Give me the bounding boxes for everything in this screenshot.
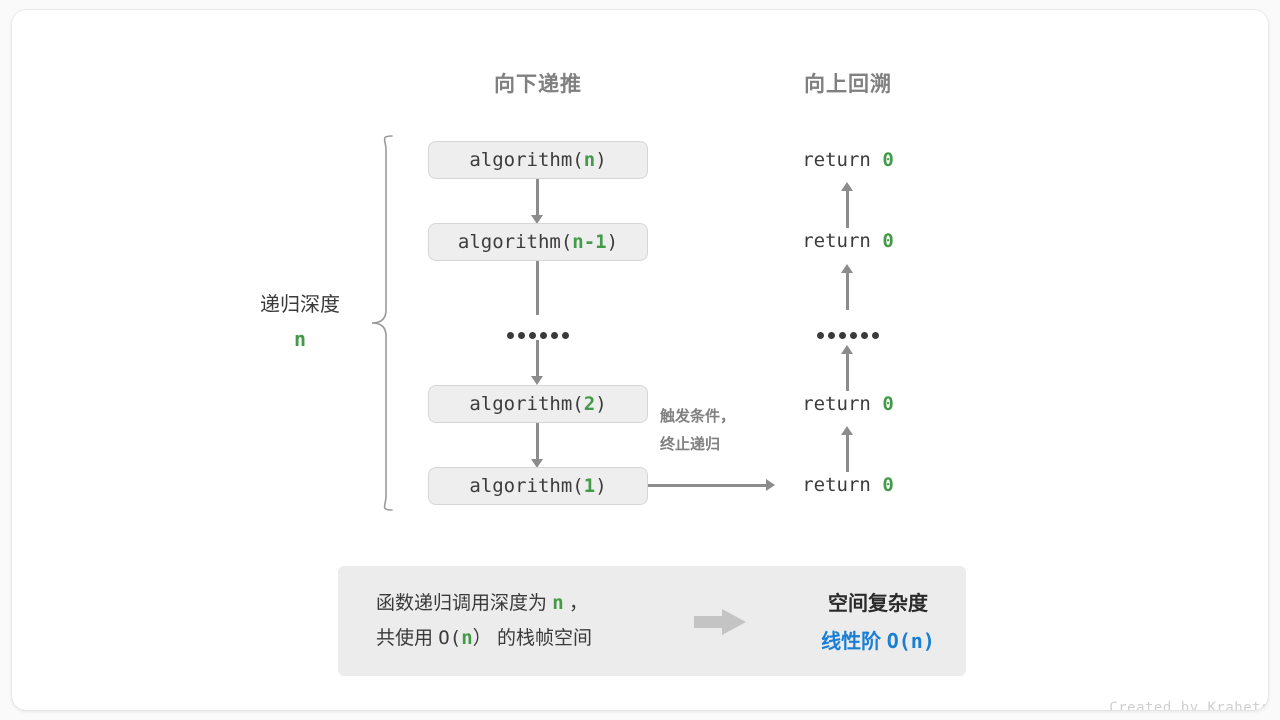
summary-line-2-close: ） [472,628,492,649]
return-keyword: return [802,149,871,171]
column-header-upward: 向上回溯 [804,73,892,96]
up-arrow-head-3 [841,345,853,354]
down-connector-line-3 [536,340,539,380]
up-ellipsis [768,322,928,342]
up-connector-line-2 [846,270,849,310]
call-box-2[interactable]: algorithm(2) [428,385,648,423]
author-credit: Created by Krahets [1109,700,1268,710]
down-arrow-head-1 [531,215,543,224]
return-statement-1: return 0 [768,149,928,171]
return-value: 0 [882,230,894,252]
recursion-depth-brace [371,135,393,511]
summary-line-1: 函数递归调用深度为 n ， [376,586,592,621]
return-value: 0 [882,393,894,415]
return-keyword: return [802,230,871,252]
recursion-depth-value: n [293,327,307,351]
call-close-paren: ) [606,231,619,253]
return-statement-2: return 0 [768,230,928,252]
up-connector-line-3 [846,351,849,391]
recursion-depth-label: 递归深度 n [220,288,380,356]
summary-description: 函数递归调用深度为 n ， 共使用 O(n） 的栈帧空间 [376,586,592,656]
up-arrow-head-1 [841,182,853,191]
summary-line-2-text-b: 的栈帧空间 [496,628,592,649]
base-case-connector-line [648,484,768,487]
call-close-paren: ) [595,393,607,415]
return-keyword: return [802,393,871,415]
summary-line-1-n: n [552,591,564,614]
complexity-big-o: O(n) [886,629,935,653]
down-connector-line-2 [536,261,539,315]
up-arrow-head-4 [841,426,853,435]
call-fn-name: algorithm( [469,393,584,415]
summary-conclusion-title: 空间复杂度 [828,593,928,615]
call-close-paren: ) [595,149,607,171]
call-fn-name: algorithm( [469,475,584,497]
return-statement-4: return 0 [768,474,928,496]
recursion-depth-text: 递归深度 [260,294,340,316]
call-box-1[interactable]: algorithm(1) [428,467,648,505]
return-keyword: return [802,474,871,496]
trigger-condition-note: 触发条件， 终止递归 [660,403,735,459]
column-header-downward: 向下递推 [494,73,582,96]
summary-line-2-o: O( [438,627,462,649]
base-case-arrow-head [766,479,775,491]
up-arrow-head-2 [841,264,853,273]
down-connector-line-1 [536,179,539,219]
diagram-card: 向下递推 向上回溯 递归深度 n algorithm(n) algorithm(… [12,10,1268,710]
call-box-n[interactable]: algorithm(n) [428,141,648,179]
down-ellipsis [458,322,618,342]
call-fn-name: algorithm( [457,231,573,253]
down-arrow-head-4 [531,459,543,468]
summary-line-2: 共使用 O(n） 的栈帧空间 [376,621,592,656]
complexity-order-name: 线性阶 [821,631,882,653]
call-arg: 1 [583,475,596,497]
summary-line-2-n: n [461,627,473,649]
summary-conclusion: 空间复杂度 线性阶 O(n) [790,586,966,661]
call-arg: n-1 [572,231,607,253]
return-statement-3: return 0 [768,393,928,415]
up-connector-line-4 [846,432,849,472]
down-arrow-head-3 [531,376,543,385]
summary-line-1-text-b: ， [569,592,589,614]
complexity-summary-panel: 函数递归调用深度为 n ， 共使用 O(n） 的栈帧空间 空间复杂度 线性阶 O… [338,566,966,676]
trigger-note-line-2: 终止递归 [660,435,721,453]
up-connector-line-1 [846,188,849,228]
trigger-note-line-1: 触发条件， [660,408,736,425]
return-value: 0 [882,474,894,496]
call-fn-name: algorithm( [469,149,584,171]
down-connector-line-4 [536,423,539,463]
implies-arrow-icon [694,609,746,635]
call-close-paren: ) [595,475,607,497]
call-arg: 2 [583,393,596,415]
diagram-stage: 向下递推 向上回溯 递归深度 n algorithm(n) algorithm(… [12,10,1268,710]
call-box-n-minus-1[interactable]: algorithm(n-1) [428,223,648,261]
summary-line-1-text-a: 函数递归调用深度为 [376,592,548,614]
summary-conclusion-value: 线性阶 O(n) [790,623,966,661]
call-arg: n [583,149,596,171]
return-value: 0 [882,149,894,171]
summary-line-2-text-a: 共使用 [376,628,434,649]
